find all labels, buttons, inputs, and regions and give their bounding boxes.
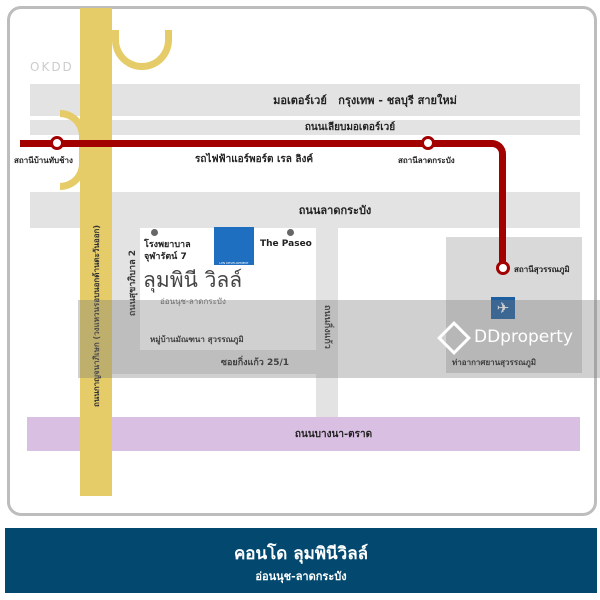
station-label-suvarnabhumi: สถานีสุวรรณภูมิ bbox=[514, 265, 570, 274]
airplane-icon: ✈ bbox=[491, 297, 515, 319]
interchange-ramp-left bbox=[60, 110, 86, 190]
bangna-trat-label: ถนนบางนา-ตราด bbox=[294, 428, 373, 440]
paseo-marker-icon bbox=[287, 229, 294, 236]
bangna-trat-road: ถนนบางนา-ตราด bbox=[27, 417, 580, 451]
lat-krabang-road: ถนนลาดกระบัง bbox=[30, 192, 580, 228]
lpn-logo: LPN DEVELOPMENT bbox=[214, 227, 254, 265]
hospital-label: โรงพยาบาล จุฬารัตน์ 7 bbox=[144, 240, 191, 262]
king-kaeo-label: ถนนกิ่งแก้ว bbox=[322, 305, 332, 349]
motorway-frontage-label: ถนนเลียบมอเตอร์เวย์ bbox=[304, 122, 396, 133]
motorway-label: มอเตอร์เวย์ กรุงเทพ - ชลบุรี สายใหม่ bbox=[273, 94, 457, 107]
station-ban-thap-chang[interactable] bbox=[50, 136, 64, 150]
okdd-watermark: OKDD bbox=[30, 60, 74, 74]
sukhaphiban2-road bbox=[112, 228, 140, 358]
hospital-marker-icon bbox=[151, 229, 158, 236]
interchange-ramp-top bbox=[112, 30, 172, 70]
soi-king-kaeo-road: ซอยกิ่งแก้ว 25/1 bbox=[112, 350, 338, 374]
kanchanaphisek-road bbox=[80, 8, 112, 496]
village-label: หมู่บ้านมัณฑนา สุวรรณภูมิ bbox=[150, 335, 244, 344]
footer-title: คอนโด ลุมพินีวิลล์ bbox=[233, 544, 369, 564]
lat-krabang-label: ถนนลาดกระบัง bbox=[298, 204, 372, 217]
station-suvarnabhumi[interactable] bbox=[496, 261, 510, 275]
project-name: ลุมพินี วิลล์ bbox=[143, 268, 243, 292]
motorway-road: มอเตอร์เวย์ กรุงเทพ - ชลบุรี สายใหม่ bbox=[30, 84, 580, 116]
airport-label: ท่าอากาศยานสุวรรณภูมิ bbox=[452, 358, 537, 367]
airport-rail-line bbox=[20, 140, 506, 270]
motorway-frontage-road: ถนนเลียบมอเตอร์เวย์ bbox=[30, 120, 580, 135]
station-label-lat-krabang: สถานีลาดกระบัง bbox=[398, 156, 455, 165]
paseo-label: The Paseo bbox=[260, 239, 312, 249]
soi-king-kaeo-label: ซอยกิ่งแก้ว 25/1 bbox=[220, 358, 290, 368]
project-subtitle: อ่อนนุช-ลาดกระบัง bbox=[160, 297, 226, 306]
station-lat-krabang[interactable] bbox=[421, 136, 435, 150]
rail-line-label: รถไฟฟ้าแอร์พอร์ต เรล ลิงค์ bbox=[195, 154, 314, 165]
ddproperty-watermark: DDproperty bbox=[474, 327, 573, 347]
watermark-band bbox=[78, 300, 600, 378]
lpn-logo-text: LPN DEVELOPMENT bbox=[219, 261, 249, 265]
station-label-ban-thap-chang: สถานีบ้านทับช้าง bbox=[14, 156, 73, 165]
footer-banner: คอนโด ลุมพินีวิลล์ อ่อนนุช-ลาดกระบัง bbox=[5, 528, 597, 593]
footer-subtitle: อ่อนนุช-ลาดกระบัง bbox=[255, 570, 347, 583]
